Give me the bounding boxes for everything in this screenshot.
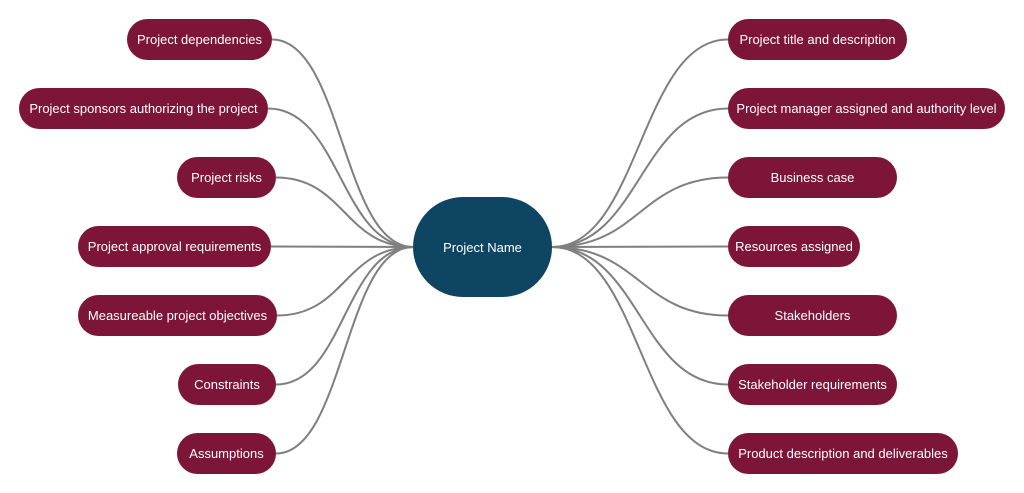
connector-left-1 (271, 38, 414, 248)
topic-node-assumptions[interactable]: Assumptions (177, 433, 276, 474)
topic-node-project-sponsors[interactable]: Project sponsors authorizing the project (19, 88, 268, 129)
topic-label: Stakeholders (774, 308, 851, 323)
topic-node-stakeholder-requirements[interactable]: Stakeholder requirements (728, 364, 897, 405)
connector-right-3 (551, 176, 729, 248)
topic-node-constraints[interactable]: Constraints (178, 364, 276, 405)
topic-node-project-manager-assigned[interactable]: Project manager assigned and authority l… (728, 88, 1005, 129)
connector-right-1 (551, 38, 729, 248)
connector-right-7 (551, 246, 729, 455)
topic-label: Resources assigned (735, 239, 853, 254)
topic-node-project-approval-requirements[interactable]: Project approval requirements (78, 226, 271, 267)
topic-label: Project approval requirements (87, 239, 262, 254)
topic-node-project-title-description[interactable]: Project title and description (728, 19, 907, 60)
topic-node-project-dependencies[interactable]: Project dependencies (127, 19, 272, 60)
connector-left-4 (270, 245, 414, 248)
connector-left-2 (267, 107, 414, 248)
topic-label: Project sponsors authorizing the project (29, 101, 258, 116)
topic-label: Project title and description (739, 32, 896, 47)
central-topic-label: Project Name (443, 239, 522, 255)
topic-node-business-case[interactable]: Business case (728, 157, 897, 198)
topic-node-resources-assigned[interactable]: Resources assigned (728, 226, 860, 267)
connector-right-2 (551, 107, 729, 248)
connector-left-7 (275, 246, 414, 455)
topic-label: Measureable project objectives (87, 308, 268, 323)
topic-node-stakeholders[interactable]: Stakeholders (728, 295, 897, 336)
topic-label: Business case (770, 170, 855, 185)
topic-node-product-description-deliverables[interactable]: Product description and deliverables (728, 433, 958, 474)
topic-label: Constraints (194, 377, 260, 392)
connector-left-6 (275, 246, 414, 386)
topic-node-measureable-project-objectives[interactable]: Measureable project objectives (78, 295, 277, 336)
topic-label: Project risks (191, 170, 262, 185)
connector-right-5 (551, 246, 729, 317)
connector-right-4 (551, 245, 729, 248)
connector-right-6 (551, 246, 729, 386)
topic-label: Assumptions (189, 446, 264, 461)
connector-left-3 (275, 176, 414, 248)
topic-label: Stakeholder requirements (738, 377, 887, 392)
topic-label: Project manager assigned and authority l… (736, 101, 997, 116)
topic-node-project-risks[interactable]: Project risks (177, 157, 276, 198)
topic-label: Project dependencies (136, 32, 263, 47)
connector-left-5 (276, 246, 414, 317)
central-topic-node[interactable]: Project Name (413, 197, 552, 297)
topic-label: Product description and deliverables (738, 446, 948, 461)
